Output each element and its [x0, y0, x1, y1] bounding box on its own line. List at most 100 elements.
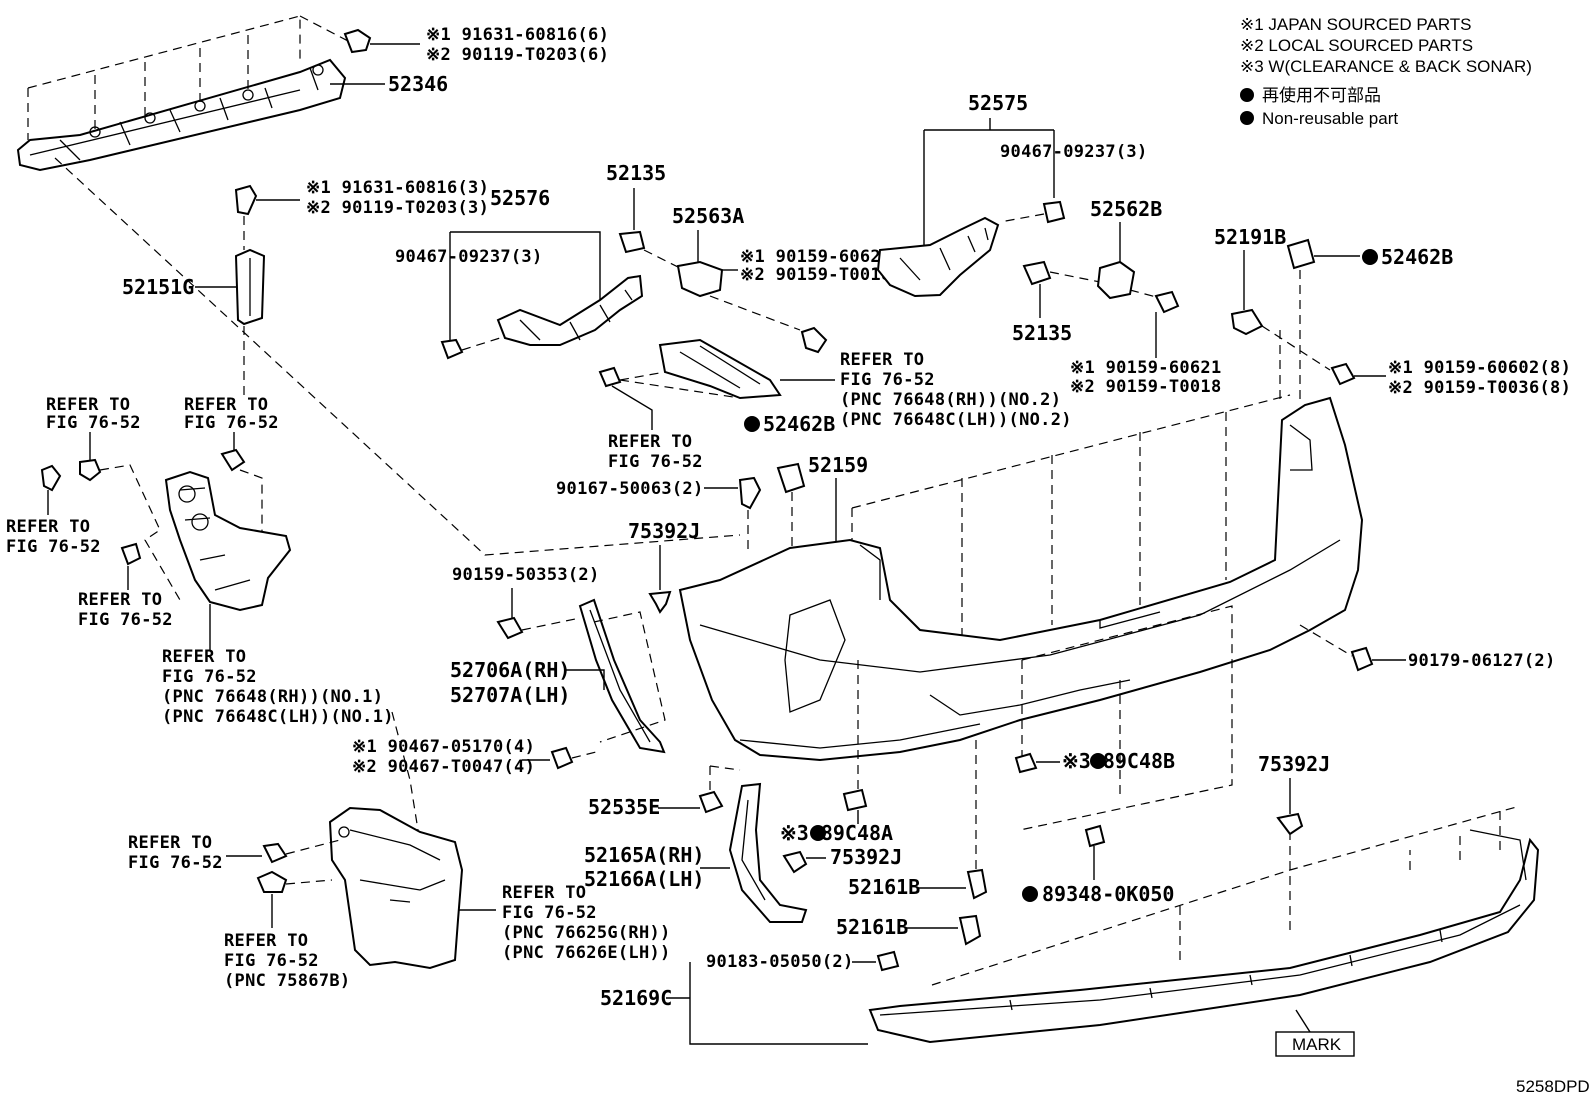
bolt-90159-60602[interactable]: [1330, 362, 1356, 386]
label-90119-T0203-6: ※2 90119-T0203(6): [426, 45, 609, 65]
non-reusable-dot-icon: [1022, 886, 1038, 902]
clip-75392J[interactable]: [648, 590, 672, 614]
non-reusable-dot-icon: [1240, 88, 1254, 102]
bolt-91631-60816[interactable]: [343, 28, 372, 54]
clip-90183-05050[interactable]: [876, 950, 900, 972]
clip-52161Bb[interactable]: [958, 914, 982, 946]
part-52576-bracket[interactable]: [496, 274, 644, 346]
clip-52161Ba[interactable]: [966, 868, 988, 900]
clip-refer-fig[interactable]: [79, 448, 246, 482]
label-52165A: 52165A(RH): [584, 843, 704, 867]
label-89C48A: ※3 89C48A: [780, 821, 893, 845]
refer-fig-label: FIG 76-52: [840, 370, 935, 390]
part-52462B-pad[interactable]: [776, 462, 806, 494]
label-91631-60816-6: ※1 91631-60816(6): [426, 25, 609, 45]
mark-label: MARK: [1292, 1035, 1342, 1054]
refer-pnc-label: (PNC 76626E(LH)): [502, 943, 671, 963]
refer-to-label: REFER TO: [224, 931, 308, 951]
clip-52535E[interactable]: [698, 790, 724, 814]
label-52576: 52576: [490, 186, 550, 210]
part-52706A-extension[interactable]: [578, 598, 666, 754]
legend-japan-sourced: ※1 JAPAN SOURCED PARTS: [1240, 15, 1472, 34]
non-reusable-dot-icon: [1090, 753, 1106, 769]
clip-75392Jc[interactable]: [782, 850, 808, 874]
label-89C48B: ※3 89C48B: [1062, 749, 1175, 773]
clip-mudguard[interactable]: [256, 870, 288, 893]
refer-to-label: REFER TO: [840, 350, 924, 370]
label-90467-09237-3b: 90467-09237(3): [1000, 142, 1148, 162]
bolt-90159-50353[interactable]: [496, 616, 524, 640]
clip-52135[interactable]: [618, 230, 646, 254]
label-52707A: 52707A(LH): [450, 683, 570, 707]
clip-90467-05170[interactable]: [550, 746, 574, 770]
label-52135b: 52135: [1012, 321, 1072, 345]
screw-side[interactable]: [40, 464, 62, 492]
part-52159-bumper-cover[interactable]: [678, 396, 1364, 762]
refer-fig-label: FIG 76-52: [608, 452, 703, 472]
part-side-retainer[interactable]: [164, 470, 292, 612]
label-52161Bb: 52161B: [836, 915, 908, 939]
refer-to-label: REFER TO: [608, 432, 692, 452]
label-52575: 52575: [968, 91, 1028, 115]
label-90159-60602-8: ※1 90159-60602(8): [1388, 358, 1571, 378]
part-52563A-bracket[interactable]: [676, 260, 724, 298]
screw-90167-50063[interactable]: [738, 476, 762, 510]
refer-to-label: REFER TO: [502, 883, 586, 903]
refer-to-label: REFER TO: [6, 517, 90, 537]
label-90467-05170: ※1 90467-05170(4): [352, 737, 535, 757]
refer-fig-label: FIG 76-52: [78, 610, 173, 630]
label-52151G: 52151G: [122, 275, 194, 299]
clip-52135b[interactable]: [1022, 260, 1052, 286]
refer-pnc-label: (PNC 76625G(RH)): [502, 923, 671, 943]
part-air-duct-refer[interactable]: [658, 338, 782, 400]
part-52346-retainer[interactable]: [16, 58, 347, 172]
legend-local-sourced: ※2 LOCAL SOURCED PARTS: [1240, 36, 1473, 55]
part-52562B-bracket[interactable]: [1096, 260, 1136, 300]
refer-to-label: REFER TO: [128, 833, 212, 853]
label-52135: 52135: [606, 161, 666, 185]
refer-fig-label: FIG 76-52: [502, 903, 597, 923]
label-52563A: 52563A: [672, 204, 744, 228]
clip-side[interactable]: [120, 542, 142, 566]
label-75392Jb: 75392J: [1258, 752, 1330, 776]
sensor-retainer-89C48B[interactable]: [1014, 752, 1038, 774]
part-mudguard-refer[interactable]: [328, 806, 464, 970]
clip-90467-09237[interactable]: [440, 338, 464, 360]
label-90159-50353: 90159-50353(2): [452, 565, 600, 585]
non-reusable-dot-icon: [1240, 111, 1254, 125]
bolt-90159b[interactable]: [1154, 290, 1180, 314]
part-52575-bracket[interactable]: [876, 216, 1000, 298]
label-52706A: 52706A(RH): [450, 658, 570, 682]
part-52169C-lower-spoiler[interactable]: [868, 829, 1540, 1044]
nut-90179-06127[interactable]: [1350, 646, 1374, 672]
refer-pnc-label: (PNC 76648C(LH))(NO.1): [162, 707, 394, 727]
label-52161Ba: 52161B: [848, 875, 920, 899]
label-90467-09237-3: 90467-09237(3): [395, 247, 543, 267]
bolt-90159[interactable]: [800, 326, 828, 354]
label-90159-T0036-8: ※2 90159-T0036(8): [1388, 378, 1571, 398]
screw-mudguard[interactable]: [262, 842, 288, 864]
part-52151G-bracket[interactable]: [234, 248, 266, 326]
label-75392Jc: 75392J: [830, 845, 902, 869]
sensor-retainer-89C48A[interactable]: [842, 788, 868, 812]
part-52165A-extension[interactable]: [728, 782, 808, 923]
clip-75392Jb[interactable]: [1276, 812, 1304, 836]
legend-non-reusable-en: Non-reusable part: [1262, 109, 1398, 128]
refer-to-label: REFER TO: [184, 395, 268, 415]
part-52462B-pad-top[interactable]: [1286, 238, 1316, 270]
clip-refer-duct[interactable]: [598, 366, 622, 388]
part-52191B-retainer[interactable]: [1230, 308, 1264, 336]
clip-90467-09237b[interactable]: [1042, 200, 1066, 224]
non-reusable-dot-icon: [1362, 249, 1378, 265]
label-90159-60621: ※1 90159-60621: [740, 247, 892, 267]
refer-fig-label: FIG 76-52: [6, 537, 101, 557]
refer-fig-label: FIG 76-52: [224, 951, 319, 971]
label-52191B: 52191B: [1214, 225, 1286, 249]
bolt-91631-60816-3[interactable]: [234, 184, 258, 216]
refer-fig-label: FIG 76-52: [184, 413, 279, 433]
label-90467-T0047: ※2 90467-T0047(4): [352, 757, 535, 777]
bracket-89348[interactable]: [1084, 824, 1106, 848]
label-90159-T0018: ※2 90159-T0018: [740, 265, 892, 285]
label-52462B: 52462B: [763, 412, 835, 436]
